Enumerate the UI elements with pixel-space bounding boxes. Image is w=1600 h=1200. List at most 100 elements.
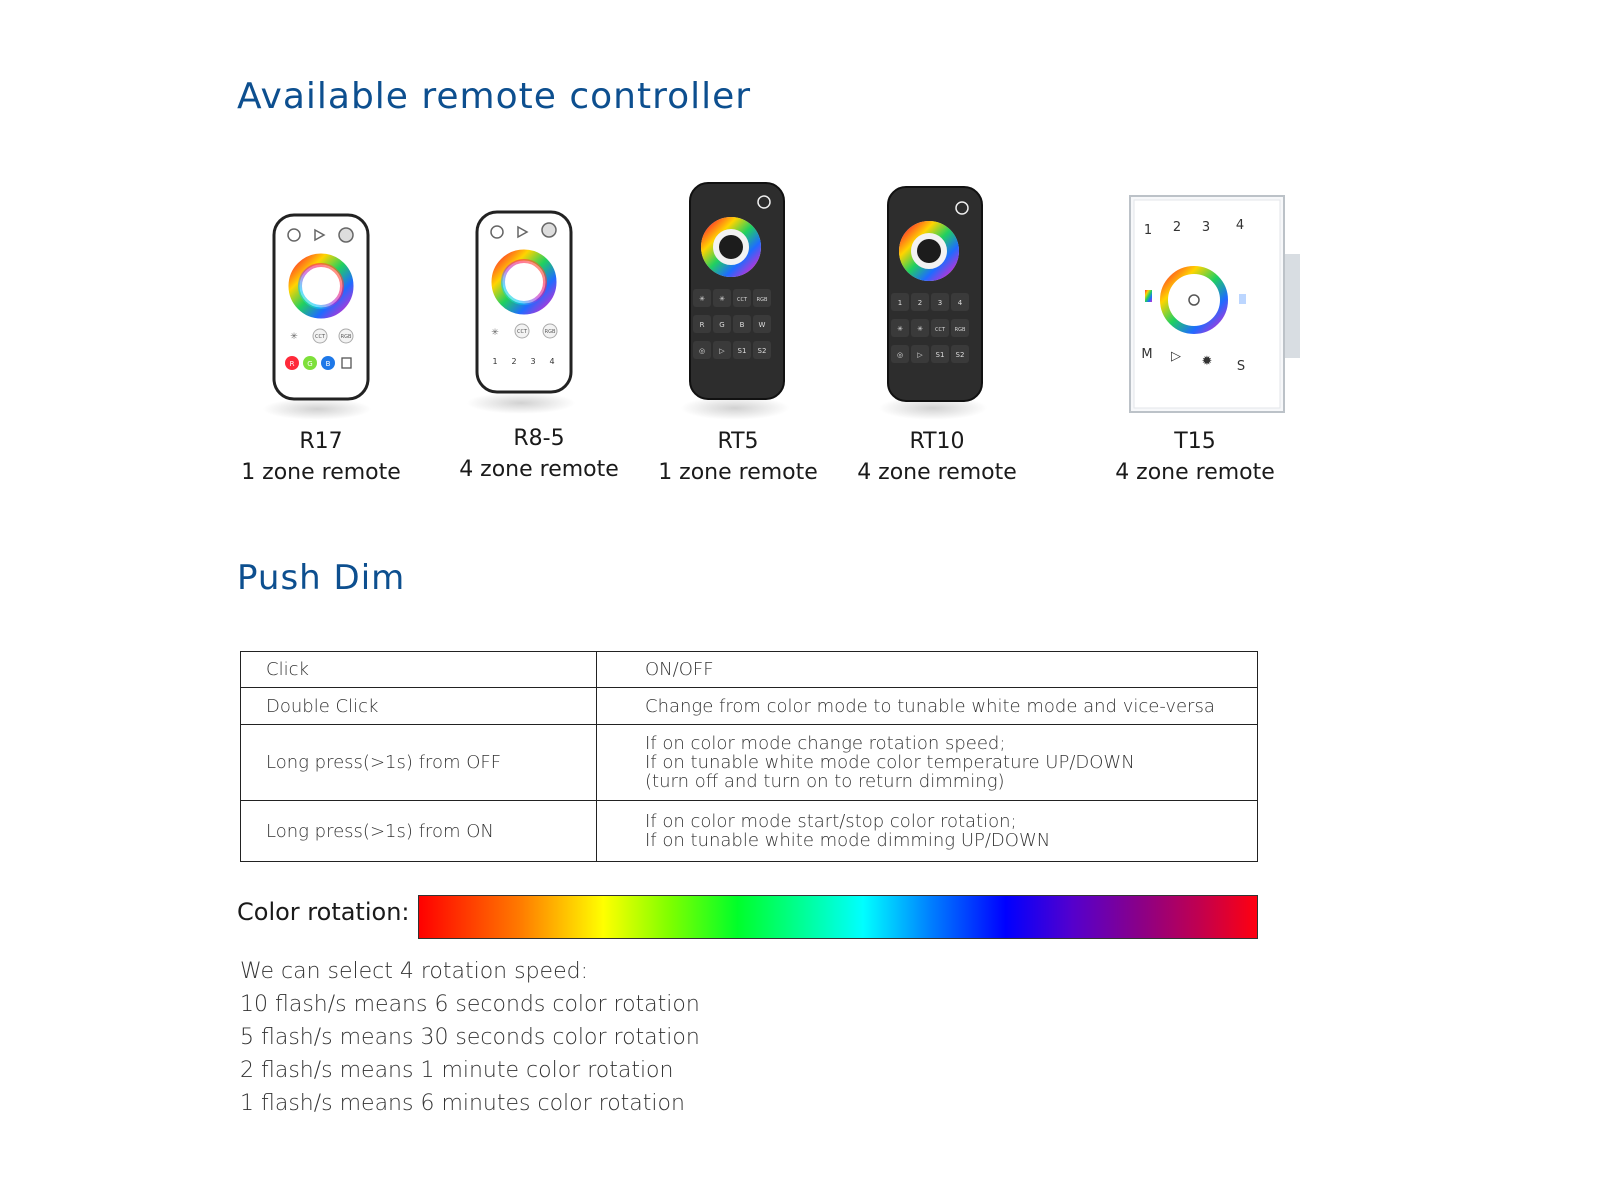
table-cell-action: Long press(>1s) from ON xyxy=(240,800,597,862)
svg-text:▷: ▷ xyxy=(1171,349,1181,364)
color-wheel xyxy=(701,217,761,277)
rgb-button-label: RGB xyxy=(955,327,966,333)
cct-icon xyxy=(1239,294,1246,304)
svg-text:◎: ◎ xyxy=(897,351,903,359)
zone-4-label: 4 xyxy=(549,357,554,366)
light-icon xyxy=(490,225,504,239)
table-cell-action: Double Click xyxy=(240,687,597,725)
heading-push-dim: Push Dim xyxy=(237,558,406,598)
push-dim-table: Click ON/OFF Double Click Change from co… xyxy=(240,651,1258,862)
zone-1-label: 1 xyxy=(898,299,902,307)
zone-3-label: 3 xyxy=(530,357,535,366)
table-cell-action: Long press(>1s) from OFF xyxy=(240,724,597,801)
r-button-label: R xyxy=(700,321,705,329)
w-button-label: W xyxy=(759,321,766,329)
svg-text:✳: ✳ xyxy=(897,325,903,333)
svg-text:◎: ◎ xyxy=(699,347,705,355)
svg-text:✳: ✳ xyxy=(290,332,298,342)
table-cell-effect: ON/OFF xyxy=(596,651,1258,688)
power-icon xyxy=(338,227,354,243)
remote-desc: 1 zone remote xyxy=(241,460,401,485)
remote-desc: 4 zone remote xyxy=(459,457,619,482)
svg-text:✳: ✳ xyxy=(917,325,923,333)
table-cell-effect: If on color mode change rotation speed; … xyxy=(596,724,1258,801)
color-wheel xyxy=(288,253,354,319)
cct-button-label: CCT xyxy=(517,329,528,335)
remote-rt5-image: ✳ ✳ CCT RGB R G B W ◎ ▷ S1 S2 xyxy=(689,182,785,400)
cct-button-label: CCT xyxy=(315,334,326,340)
cct-button-label: CCT xyxy=(737,297,748,303)
light-icon xyxy=(287,228,301,242)
table-cell-effect: If on color mode start/stop color rotati… xyxy=(596,800,1258,862)
s2-button-label: S2 xyxy=(956,351,965,359)
remote-rt10-caption: RT10 4 zone remote xyxy=(852,427,1022,489)
r-button-label: R xyxy=(290,360,295,368)
g-button-label: G xyxy=(307,360,312,368)
remote-model: R17 xyxy=(299,429,343,454)
speed-icon xyxy=(517,225,529,239)
remote-model: T15 xyxy=(1174,429,1216,454)
b-button-label: B xyxy=(326,360,331,368)
remote-r17-caption: R17 1 zone remote xyxy=(241,427,401,489)
panel-t15-caption: T15 4 zone remote xyxy=(1110,427,1280,489)
color-wheel xyxy=(1160,266,1228,334)
remote-r17-image: ✳ CCT RGB R G B xyxy=(272,213,370,401)
table-row: Click ON/OFF xyxy=(240,651,1258,688)
save-icon xyxy=(341,357,352,369)
rgb-button-label: RGB xyxy=(757,297,768,303)
color-rotation-spectrum-bar xyxy=(418,895,1258,939)
color-wheel xyxy=(491,249,557,315)
rgb-button-label: RGB xyxy=(341,334,352,340)
rotation-speed-notes: We can select 4 rotation speed: 10 flash… xyxy=(240,955,700,1120)
svg-text:✳: ✳ xyxy=(719,295,725,303)
note-line: We can select 4 rotation speed: xyxy=(240,959,588,984)
note-line: 2 flash/s means 1 minute color rotation xyxy=(240,1058,674,1083)
r17-shadow xyxy=(262,398,372,420)
svg-text:▷: ▷ xyxy=(719,347,725,355)
heading-available-remote-controller: Available remote controller xyxy=(237,76,752,117)
remote-model: RT5 xyxy=(717,429,759,454)
zone-3-label: 3 xyxy=(1202,220,1210,235)
panel-t15-image: 1 2 3 4 M ▷ ✹ S xyxy=(1129,195,1300,413)
scene-label: S xyxy=(1237,359,1245,374)
remote-model: R8-5 xyxy=(513,426,565,451)
zone-1-label: 1 xyxy=(492,357,497,366)
remote-rt10-image: 1 2 3 4 ✳ ✳ CCT RGB ◎ ▷ S1 S2 xyxy=(887,186,983,402)
table-row: Long press(>1s) from ON If on color mode… xyxy=(240,800,1258,862)
g-button-label: G xyxy=(719,321,724,329)
r85-shadow xyxy=(466,392,576,414)
remote-r8-5-image: ✳ CCT RGB 1 2 3 4 xyxy=(475,210,573,394)
power-icon xyxy=(757,195,771,209)
table-cell-action: Click xyxy=(240,651,597,688)
table-row: Double Click Change from color mode to t… xyxy=(240,687,1258,725)
table-cell-effect: Change from color mode to tunable white … xyxy=(596,687,1258,725)
zone-2-label: 2 xyxy=(918,299,922,307)
remote-desc: 1 zone remote xyxy=(658,460,818,485)
zone-2-label: 2 xyxy=(511,357,516,366)
color-wheel xyxy=(899,221,959,281)
note-line: 10 flash/s means 6 seconds color rotatio… xyxy=(240,992,700,1017)
zone-1-label: 1 xyxy=(1144,223,1152,238)
svg-text:▷: ▷ xyxy=(917,351,923,359)
rgb-icon xyxy=(1145,290,1152,302)
s2-button-label: S2 xyxy=(758,347,767,355)
remote-desc: 4 zone remote xyxy=(1115,460,1275,485)
power-icon xyxy=(1188,294,1200,306)
cct-button-label: CCT xyxy=(935,327,946,333)
remote-r8-5-caption: R8-5 4 zone remote xyxy=(454,424,624,486)
s1-button-label: S1 xyxy=(936,351,945,359)
rt5-shadow xyxy=(680,396,790,420)
zone-4-label: 4 xyxy=(1236,218,1244,233)
table-row: Long press(>1s) from OFF If on color mod… xyxy=(240,724,1258,801)
b-button-label: B xyxy=(740,321,745,329)
zone-2-label: 2 xyxy=(1173,220,1181,235)
svg-text:✳: ✳ xyxy=(491,328,499,338)
color-rotation-label: Color rotation: xyxy=(237,898,410,926)
power-icon xyxy=(541,222,557,238)
s1-button-label: S1 xyxy=(738,347,747,355)
speed-icon xyxy=(314,228,326,242)
remote-rt5-caption: RT5 1 zone remote xyxy=(653,427,823,489)
note-line: 5 flash/s means 30 seconds color rotatio… xyxy=(240,1025,700,1050)
note-line: 1 flash/s means 6 minutes color rotation xyxy=(240,1091,685,1116)
zone-3-label: 3 xyxy=(938,299,942,307)
